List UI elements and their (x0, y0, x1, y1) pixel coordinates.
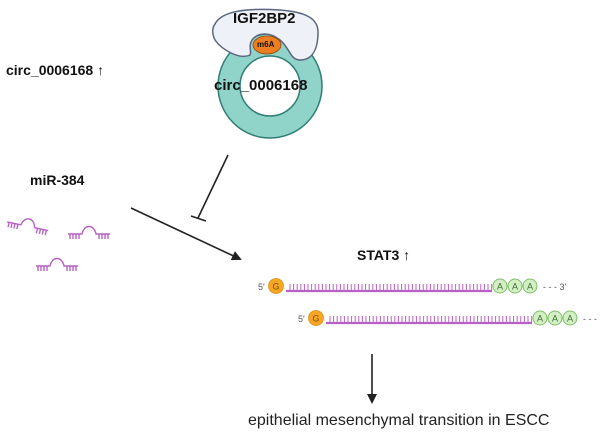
polya-label: A (527, 282, 533, 292)
emt-outcome-label: epithelial mesenchymal transition in ESC… (248, 412, 550, 429)
m6a-mark (252, 35, 282, 55)
polya-bead (507, 278, 523, 294)
polya-label: A (552, 314, 558, 324)
igf2bp2-protein-shape (212, 8, 319, 61)
mirna-molecule (7, 218, 49, 236)
five-prime-label: 5' (258, 282, 265, 292)
five-prime-cap (308, 310, 324, 326)
polya-label: A (497, 282, 503, 292)
circrna-ring-label: circ_0006168 (214, 77, 308, 94)
cap-label: G (272, 282, 279, 292)
circrna-ring (217, 33, 323, 139)
mirna-molecule (36, 257, 78, 271)
polya-bead (562, 310, 578, 326)
polya-label: A (567, 314, 573, 324)
circrna-upregulated-label: circ_0006168 ↑ (6, 62, 105, 78)
three-prime-label: - - - 3' (583, 314, 600, 324)
five-prime-label: 5' (298, 314, 305, 324)
stat3-label: STAT3 ↑ (357, 247, 411, 263)
igf2bp2-label: IGF2BP2 (233, 10, 296, 27)
three-prime-label: - - - 3' (543, 282, 566, 292)
polya-bead (492, 278, 508, 294)
polya-bead (532, 310, 548, 326)
inhibition-line (190, 154, 229, 222)
mirna-molecule (68, 225, 110, 239)
polya-bead (522, 278, 538, 294)
polya-bead (547, 310, 563, 326)
m6a-label: m6A (257, 40, 275, 49)
polya-label: A (537, 314, 543, 324)
mirna-to-stat3-arrow (130, 207, 242, 261)
mirna-molecules (7, 218, 110, 271)
mirna-label: miR-384 (30, 172, 85, 188)
cap-label: G (312, 314, 319, 324)
polya-label: A (512, 282, 518, 292)
five-prime-cap (268, 278, 284, 294)
